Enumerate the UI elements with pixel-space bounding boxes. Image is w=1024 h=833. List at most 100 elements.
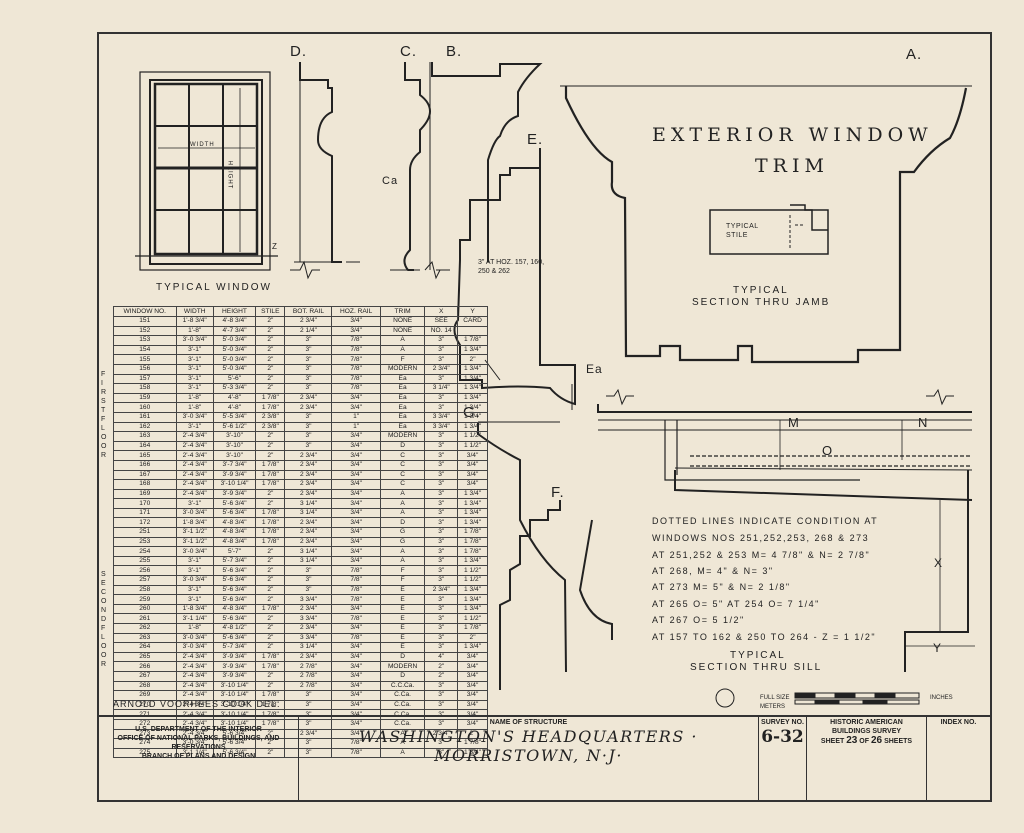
schedule-cell: 3/4"	[331, 507, 381, 519]
title-block: U.S. DEPARTMENT OF THE INTERIOR OFFICE O…	[99, 715, 990, 802]
schedule-cell: 4'-8"	[212, 402, 257, 413]
schedule-cell: 2 7/8"	[284, 680, 333, 692]
schedule-cell: 163	[113, 431, 177, 442]
schedule-cell: 2"	[255, 383, 286, 394]
schedule-cell: 3 3/4"	[284, 594, 333, 605]
schedule-cell: 3/4"	[331, 392, 381, 404]
schedule-cell: 3/4"	[457, 479, 488, 490]
schedule-cell: 1 3/4"	[457, 517, 488, 529]
index-cell: INDEX NO.	[927, 717, 990, 802]
schedule-cell: 1 3/4"	[457, 383, 488, 394]
schedule-cell: 2"	[255, 363, 286, 375]
note-line-2: WINDOWS NOS 251,252,253, 268 & 273	[652, 533, 870, 543]
schedule-cell: 3'-10"	[212, 440, 257, 452]
typical-window-elevation	[135, 71, 278, 271]
schedule-cell: 2 3/4"	[284, 450, 333, 461]
schedule-cell: 254	[113, 546, 177, 557]
schedule-cell: 1'-8"	[175, 392, 214, 404]
schedule-cell: 1 3/4"	[457, 411, 488, 423]
schedule-cell: 7/8"	[331, 344, 381, 356]
schedule-cell: Ea	[379, 402, 426, 413]
schedule-cell: A	[379, 498, 426, 509]
label-profile-e: E.	[527, 131, 544, 148]
agency-line-2: OFFICE OF NATIONAL PARKS, BUILDINGS, AND…	[117, 735, 280, 751]
schedule-cell: D	[379, 651, 426, 663]
structure-label: NAME OF STRUCTURE	[489, 719, 568, 726]
schedule-cell: 2"	[255, 431, 286, 442]
schedule-cell: 3"	[424, 680, 459, 692]
schedule-cell: 3"	[424, 354, 459, 365]
schedule-cell: 3"	[424, 459, 459, 471]
schedule-cell: 2"	[255, 498, 286, 509]
typical-stile-label: TYPICAL STILE	[726, 223, 759, 239]
schedule-cell: 2'-4 3/4"	[175, 459, 214, 471]
agency-line-1: U.S. DEPARTMENT OF THE INTERIOR	[135, 726, 262, 733]
schedule-cell: 3'-1"	[175, 383, 214, 394]
schedule-cell: 3"	[424, 344, 459, 356]
schedule-cell: 3"	[284, 373, 333, 385]
schedule-cell: 2 3/4"	[284, 603, 333, 615]
schedule-cell: Ea	[379, 411, 426, 423]
schedule-cell: 1 3/4"	[457, 603, 488, 615]
label-profile-c: C.	[400, 43, 417, 60]
schedule-cell: 1 7/8"	[255, 517, 286, 529]
structure-cell: NAME OF STRUCTURE WASHINGTON'S HEADQUART…	[299, 717, 759, 802]
schedule-cell: 2"	[457, 354, 488, 365]
schedule-cell: 3'-0 3/4"	[175, 507, 214, 519]
habs-line-2: BUILDINGS SURVEY	[831, 728, 902, 735]
schedule-cell: 3'-1"	[175, 584, 214, 596]
schedule-cell: 154	[113, 344, 177, 356]
schedule-cell: F	[379, 565, 426, 577]
schedule-cell: 2 7/8"	[284, 670, 333, 682]
schedule-cell: 1 1/2"	[457, 575, 488, 586]
schedule-cell: 1 7/8"	[255, 479, 286, 490]
schedule-cell: 3/4"	[457, 670, 488, 682]
schedule-cell: 2"	[255, 623, 286, 634]
schedule-cell: 3'-1"	[175, 594, 214, 605]
dimension-n: N	[918, 415, 929, 430]
schedule-cell: 5'-6 3/4"	[212, 613, 257, 624]
hoz-note: 3" AT HOZ. 157, 160, 250 & 262	[478, 259, 545, 275]
schedule-cell: 3'-1"	[175, 498, 214, 509]
schedule-cell: G	[379, 536, 426, 548]
schedule-cell: 1 3/4"	[457, 373, 488, 385]
schedule-cell: 166	[113, 459, 177, 471]
schedule-cell: 2"	[424, 670, 459, 682]
schedule-cell: A	[379, 546, 426, 557]
schedule-cell: 261	[113, 613, 177, 624]
schedule-cell: 1 7/8"	[457, 536, 488, 548]
schedule-cell: 3/4"	[331, 517, 381, 529]
schedule-cell: 1'-8"	[175, 623, 214, 634]
drawing-border	[97, 32, 992, 802]
schedule-cell: 1 3/4"	[457, 642, 488, 653]
schedule-cell: 5'-6 3/4"	[212, 507, 257, 519]
schedule-cell: 1 7/8"	[457, 623, 488, 634]
schedule-cell: 267	[113, 670, 177, 682]
schedule-cell: 3"	[424, 440, 459, 452]
schedule-cell: 3/4"	[331, 546, 381, 557]
sill-section	[597, 404, 972, 413]
schedule-cell: 1 7/8"	[255, 536, 286, 548]
schedule-cell: 259	[113, 594, 177, 605]
survey-number: 6-32	[761, 727, 804, 747]
schedule-cell: 2 3/4"	[284, 536, 333, 548]
note-line-4: AT 268, M= 4" & N= 3"	[652, 566, 774, 576]
schedule-cell: 2 3/4"	[284, 488, 333, 500]
schedule-cell: 2 3/4"	[284, 392, 333, 404]
schedule-cell: 2 3/4"	[424, 363, 459, 375]
schedule-cell: 3/4"	[331, 623, 381, 634]
schedule-cell: 1 3/4"	[457, 747, 488, 759]
schedule-cell: 2"	[255, 450, 286, 461]
label-profile-b: B.	[446, 43, 463, 60]
schedule-cell: 2"	[255, 747, 286, 759]
